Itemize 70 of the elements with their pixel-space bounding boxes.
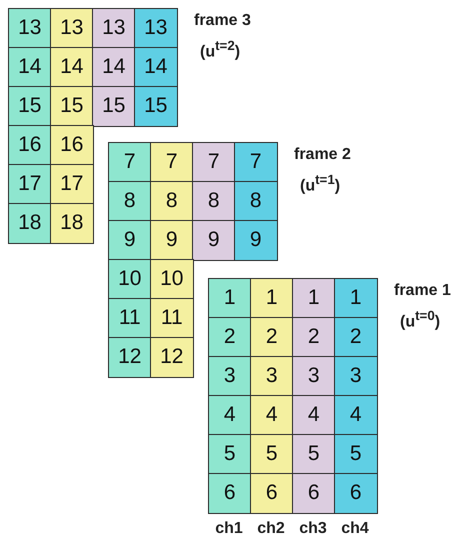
grid-cell: 16 xyxy=(50,125,94,166)
grid-cell: 4 xyxy=(208,395,252,436)
grid-cell: 3 xyxy=(292,356,336,396)
grid-cell: 13 xyxy=(50,8,94,48)
grid-cell: 18 xyxy=(50,203,94,244)
grid-cell: 10 xyxy=(108,259,152,300)
grid-cell: 13 xyxy=(92,8,136,48)
grid-cell: 3 xyxy=(250,356,294,396)
grid-cell: 1 xyxy=(292,278,336,318)
time-index-label: (u$^{t=2}$) xyxy=(200,38,240,62)
time-index-label: (u$^{t=1}$) xyxy=(300,172,340,196)
grid-cell: 9 xyxy=(234,220,278,260)
grid-cell: 1 xyxy=(334,278,378,318)
grid-cell: 5 xyxy=(334,434,378,474)
grid-cell: 5 xyxy=(292,434,336,474)
grid-cell: 3 xyxy=(334,356,378,396)
frame-title: frame 3 xyxy=(194,12,251,30)
grid-cell: 8 xyxy=(234,181,278,222)
grid-cell: 18 xyxy=(8,203,52,244)
grid-cell: 7 xyxy=(150,142,194,182)
grid-cell: 15 xyxy=(134,86,178,126)
grid-cell: 6 xyxy=(292,473,336,514)
channel-label: ch3 xyxy=(298,520,328,538)
grid-cell: 10 xyxy=(150,259,194,300)
grid-cell: 5 xyxy=(250,434,294,474)
grid-cell: 5 xyxy=(208,434,252,474)
grid-cell: 7 xyxy=(234,142,278,182)
grid-cell: 8 xyxy=(192,181,236,222)
grid-cell: 2 xyxy=(250,317,294,358)
grid-cell: 2 xyxy=(334,317,378,358)
grid-cell: 13 xyxy=(8,8,52,48)
grid-cell: 17 xyxy=(8,164,52,204)
grid-cell: 7 xyxy=(108,142,152,182)
grid-cell: 9 xyxy=(108,220,152,260)
channel-label: ch4 xyxy=(340,520,370,538)
grid-cell: 9 xyxy=(192,220,236,260)
grid-cell: 16 xyxy=(8,125,52,166)
grid-cell: 3 xyxy=(208,356,252,396)
grid-cell: 14 xyxy=(92,47,136,88)
grid-cell: 14 xyxy=(8,47,52,88)
channel-label: ch1 xyxy=(214,520,244,538)
grid-cell: 4 xyxy=(292,395,336,436)
grid-cell: 7 xyxy=(192,142,236,182)
grid-cell: 15 xyxy=(8,86,52,126)
grid-cell: 4 xyxy=(250,395,294,436)
grid-cell: 6 xyxy=(208,473,252,514)
grid-cell: 9 xyxy=(150,220,194,260)
frame-title: frame 1 xyxy=(394,282,451,300)
grid-cell: 2 xyxy=(292,317,336,358)
grid-cell: 11 xyxy=(108,298,152,338)
grid-cell: 14 xyxy=(50,47,94,88)
grid-cell: 11 xyxy=(150,298,194,338)
grid-cell: 15 xyxy=(92,86,136,126)
grid-cell: 15 xyxy=(50,86,94,126)
grid-cell: 17 xyxy=(50,164,94,204)
grid-cell: 2 xyxy=(208,317,252,358)
grid-cell: 6 xyxy=(334,473,378,514)
grid-cell: 13 xyxy=(134,8,178,48)
channel-label: ch2 xyxy=(256,520,286,538)
grid-cell: 12 xyxy=(108,337,152,378)
time-index-label: (u$^{t=0}$) xyxy=(400,308,440,332)
grid-cell: 6 xyxy=(250,473,294,514)
grid-cell: 14 xyxy=(134,47,178,88)
grid-cell: 12 xyxy=(150,337,194,378)
grid-cell: 8 xyxy=(108,181,152,222)
grid-cell: 8 xyxy=(150,181,194,222)
frame-title: frame 2 xyxy=(294,146,351,164)
grid-cell: 4 xyxy=(334,395,378,436)
grid-cell: 1 xyxy=(250,278,294,318)
grid-cell: 1 xyxy=(208,278,252,318)
